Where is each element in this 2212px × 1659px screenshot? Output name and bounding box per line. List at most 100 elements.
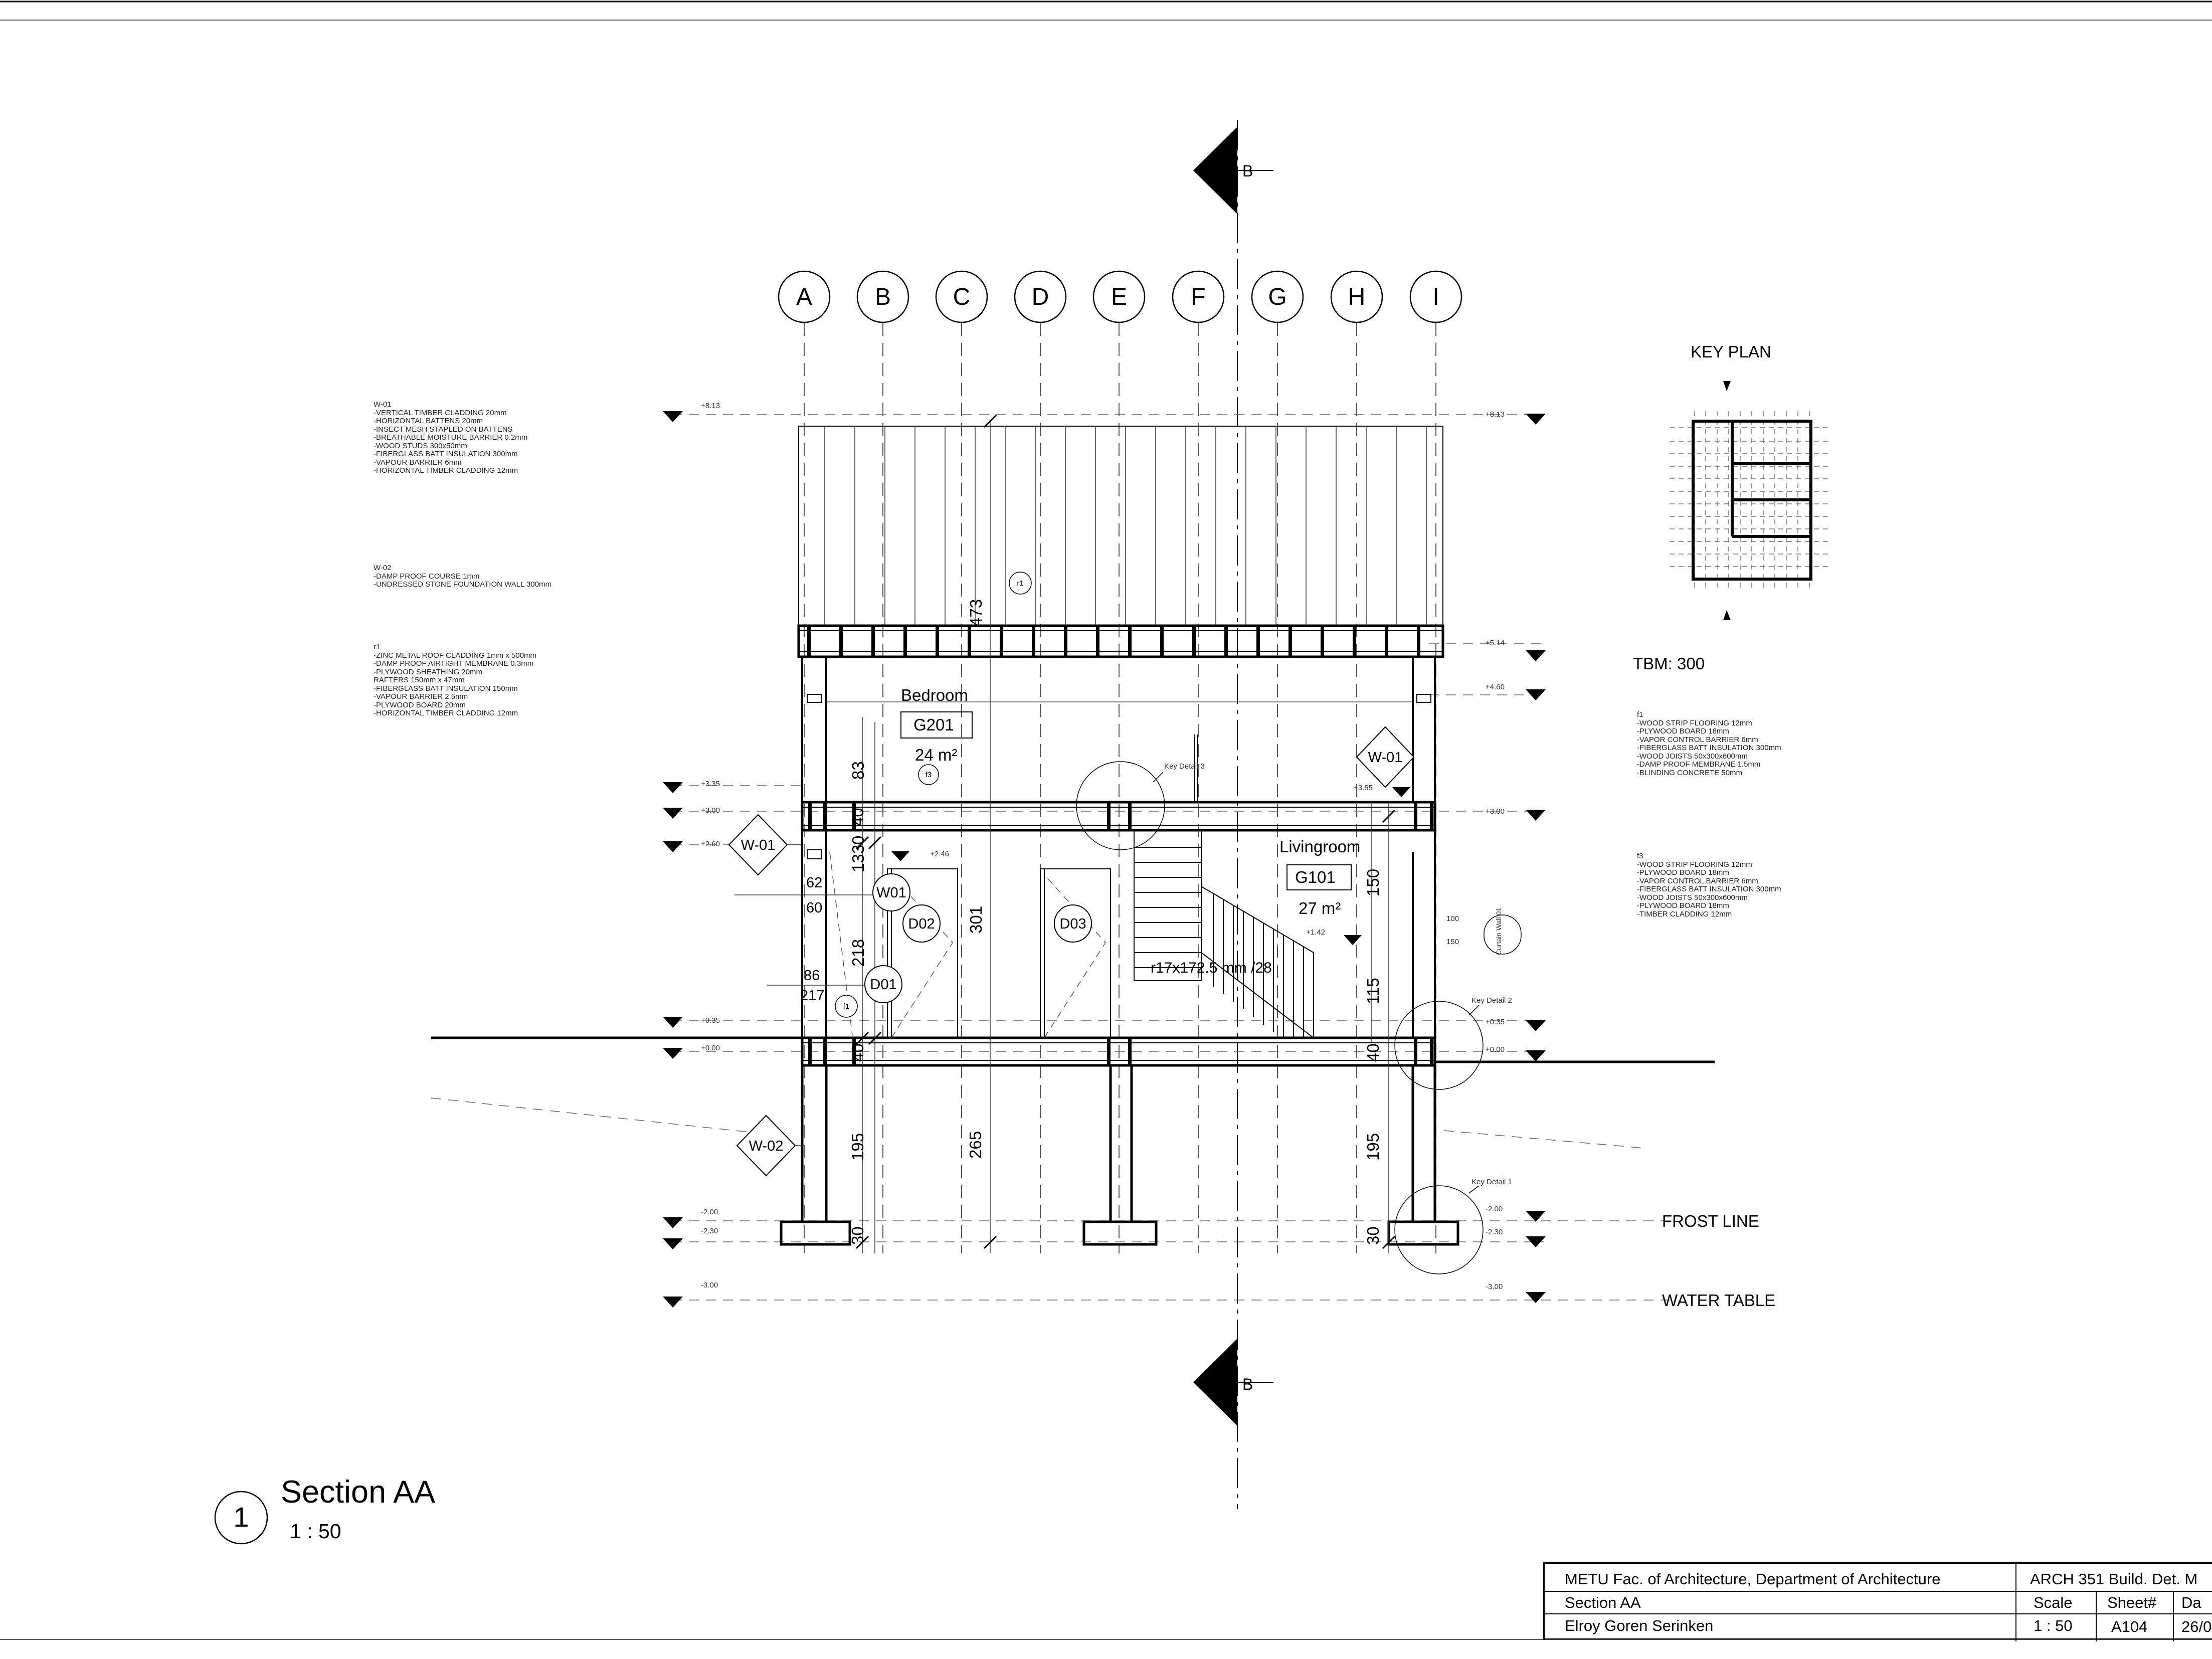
dim-86: 86 <box>804 968 820 984</box>
tb-date-label: Da <box>2181 1594 2201 1611</box>
view-title-text: Section AA <box>281 1474 435 1510</box>
dim-195-right: 195 <box>1364 1133 1382 1161</box>
upper-floor <box>801 801 1436 832</box>
tag-door1: D01 <box>870 977 896 993</box>
inner-level-right: +1.42 <box>1306 928 1325 937</box>
ground-line <box>431 1036 1715 1063</box>
dim-83: 83 <box>849 761 867 780</box>
walls-ground <box>801 830 1436 1038</box>
inner-levels: +2.46 +1.42 +3.55 <box>891 784 1410 945</box>
level-left-2: +3.00 <box>701 806 720 815</box>
bedroom-number: G201 <box>913 715 954 734</box>
dim-218: 218 <box>849 939 867 967</box>
section-marker-bottom-label: B <box>1242 1375 1253 1393</box>
tag-curtain-wall: Curtain Wall 01 <box>1495 907 1503 955</box>
tag-leaders <box>734 844 802 1146</box>
level-lines <box>672 414 1675 1301</box>
tag-f1: f1 <box>843 1002 850 1011</box>
level-right-6: -2.00 <box>1486 1205 1503 1213</box>
dim-60: 60 <box>806 900 822 916</box>
ground-notes: FROST LINE WATER TABLE <box>1662 1212 1775 1310</box>
dim-40-upper: 40 <box>848 808 867 826</box>
finish-tags <box>835 572 1032 1018</box>
level-left-7: -2.30 <box>701 1227 718 1235</box>
grid-bubbles <box>778 270 1462 323</box>
dim-265: 265 <box>966 1131 985 1159</box>
dimension-lines <box>767 421 1389 1253</box>
element-tag-texts: W01 D02 D03 D01 <box>870 885 1086 993</box>
doors <box>887 868 1111 1038</box>
grid-label-d: D <box>1032 284 1049 310</box>
livingroom-name: Livingroom <box>1279 837 1360 856</box>
ground-slope <box>431 1097 1645 1149</box>
level-right-5: +0.00 <box>1486 1045 1505 1054</box>
tbm-label: TBM: 300 <box>1633 654 1705 673</box>
dim-301: 301 <box>967 906 985 934</box>
tag-w02: W-02 <box>749 1138 784 1154</box>
tag-r1: r1 <box>1017 579 1023 588</box>
level-right-2: +4.60 <box>1486 683 1505 691</box>
grid-label-e: E <box>1111 284 1127 310</box>
dim-100: 100 <box>1446 914 1459 923</box>
view-title: 1 Section AA 1 : 50 <box>214 1474 435 1545</box>
level-right-1: +5.14 <box>1486 639 1505 647</box>
key-detail-1: Key Detail 1 <box>1471 1178 1512 1186</box>
door-swings <box>829 852 1106 1038</box>
upper-floor-joists <box>808 802 1433 830</box>
tb-sheet-name: Section AA <box>1565 1594 1641 1611</box>
tb-author: Elroy Goren Serinken <box>1565 1617 1714 1634</box>
note-r1: r1 -ZINC METAL ROOF CLADDING 1mm x 500mm… <box>374 643 537 717</box>
tb-institution: METU Fac. of Architecture, Department of… <box>1565 1570 1941 1588</box>
level-left-1: +3.35 <box>701 780 720 788</box>
level-right-4: +0.35 <box>1486 1018 1505 1026</box>
grid-label-a: A <box>796 284 812 310</box>
tag-f3: f3 <box>926 771 932 779</box>
roof <box>797 426 1444 658</box>
grid-label-c: C <box>953 284 971 310</box>
element-tags <box>864 873 1092 1003</box>
level-markers-left <box>663 411 683 1308</box>
note-f1: f1 -WOOD STRIP FLOORING 12mm -PLYWOOD BO… <box>1637 710 1781 777</box>
tb-sheet-label: Sheet# <box>2107 1594 2157 1611</box>
level-355: +3.55 <box>1354 784 1373 792</box>
level-right-3: +3.00 <box>1486 807 1505 816</box>
level-left-6: -2.00 <box>701 1208 718 1216</box>
section-marker-bottom: B <box>1193 1339 1273 1426</box>
dim-150-small: 150 <box>1446 938 1459 946</box>
level-left-8: -3.00 <box>701 1281 718 1289</box>
tb-course: ARCH 351 Build. Det. M <box>2030 1570 2198 1588</box>
dim-115: 115 <box>1364 978 1382 1004</box>
grid-lines <box>804 323 1436 1253</box>
bedroom-area: 24 m² <box>915 746 957 764</box>
level-right-0: +8.13 <box>1486 410 1505 419</box>
key-plan: KEY PLAN TBM: 300 <box>1633 342 1830 673</box>
dim-150: 150 <box>1364 869 1382 896</box>
wall-tag-texts: W-01 W-01 W-02 <box>741 750 1403 1154</box>
dim-62: 62 <box>806 875 822 891</box>
title-block-grid <box>1545 1564 2212 1641</box>
ground-floor-joists <box>808 1038 1433 1065</box>
tb-scale-value: 1 : 50 <box>2034 1617 2073 1634</box>
livingroom-area: 27 m² <box>1299 899 1341 917</box>
key-detail-texts: Key Detail 3 Key Detail 2 Key Detail 1 C… <box>1164 762 1512 1186</box>
grid-label-i: I <box>1432 284 1439 310</box>
finish-tag-texts: r1 f3 f1 <box>843 579 1024 1011</box>
level-left-3: +2.60 <box>701 840 720 848</box>
grid-labels: A B C D E F G H I <box>796 284 1439 310</box>
tb-date-value: 26/0 <box>2181 1618 2211 1635</box>
dim-1330: 1330 <box>849 836 867 872</box>
stair-label: r17x172.5 mm /28 <box>1151 960 1272 976</box>
grid-label-g: G <box>1268 284 1286 310</box>
key-plan-title: KEY PLAN <box>1691 342 1771 361</box>
tb-scale-label: Scale <box>2034 1594 2073 1611</box>
grid-label-f: F <box>1191 284 1205 310</box>
key-detail-2: Key Detail 2 <box>1471 996 1512 1005</box>
level-right-7: -2.30 <box>1486 1228 1503 1236</box>
dim-30-left: 30 <box>848 1226 867 1245</box>
view-number: 1 <box>233 1501 249 1533</box>
bedroom-name: Bedroom <box>901 686 968 704</box>
dim-217: 217 <box>800 988 824 1004</box>
dim-30-right: 30 <box>1364 1226 1382 1245</box>
room-livingroom: Livingroom G101 27 m² <box>1279 837 1360 917</box>
